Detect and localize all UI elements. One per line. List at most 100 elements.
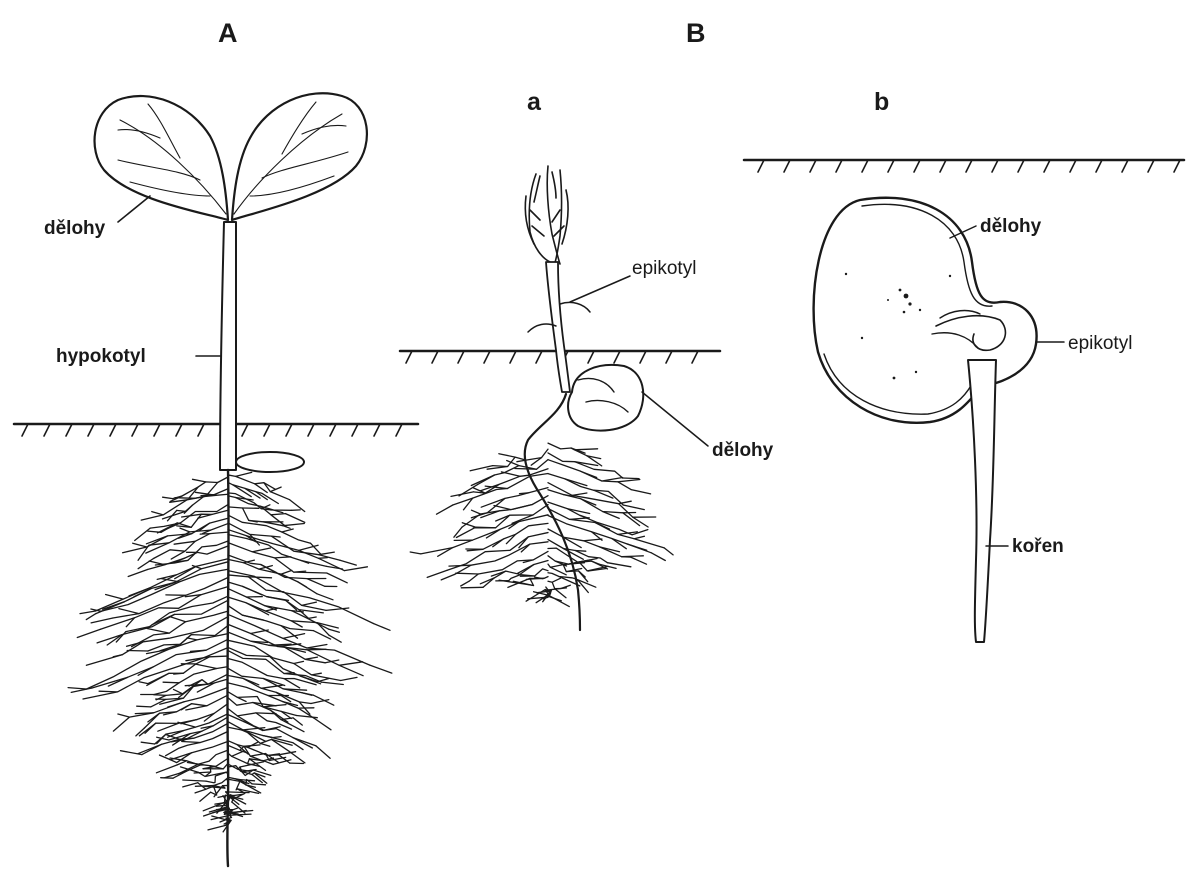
root-hair: [163, 497, 173, 498]
soil-hatch-mark: [1096, 160, 1102, 172]
root-hair: [282, 529, 293, 532]
root-hair: [321, 682, 343, 684]
root-hair: [68, 688, 86, 689]
root-hair: [294, 661, 304, 663]
root-hair: [370, 665, 392, 673]
root-hair: [555, 589, 566, 598]
root-hair: [290, 752, 305, 763]
root-hair: [547, 596, 562, 601]
soil-hatch-mark: [888, 160, 894, 172]
root-hair: [182, 742, 200, 743]
root-hair: [236, 472, 252, 476]
lateral-root: [113, 687, 228, 731]
subpanel-label-b: b: [874, 88, 889, 116]
root-hair: [499, 454, 515, 457]
root-hair: [456, 573, 479, 574]
root-hair: [118, 714, 130, 717]
soil-hatch-mark: [110, 424, 116, 436]
root-hair: [319, 558, 328, 559]
soil-hatch-mark: [286, 424, 292, 436]
root-hair: [86, 614, 96, 620]
root-hair: [133, 543, 147, 547]
root-hair: [480, 578, 494, 584]
lateral-root: [548, 490, 640, 526]
root-hair: [311, 543, 322, 554]
soil-hatch-mark: [242, 424, 248, 436]
soil-hatch-mark: [692, 351, 698, 363]
lateral-root: [228, 589, 329, 630]
root-hair: [99, 691, 117, 692]
soil-hatch-mark: [640, 351, 646, 363]
root-hair: [195, 789, 206, 793]
root-hair: [251, 630, 269, 634]
cotyledon-left: [95, 96, 228, 220]
root-hair: [461, 587, 483, 588]
soil-line-A: [14, 424, 418, 436]
root-hair: [252, 784, 266, 785]
root-hair: [200, 792, 211, 801]
soil-hatch-mark: [1122, 160, 1128, 172]
soil-hatch-mark: [176, 424, 182, 436]
soil-hatch-mark: [308, 424, 314, 436]
root-hair: [631, 557, 647, 564]
soil-hatch-mark: [44, 424, 50, 436]
root-hair: [472, 510, 481, 514]
root-hair: [157, 575, 176, 580]
root-hair: [154, 695, 166, 696]
soil-hatch-mark: [1070, 160, 1076, 172]
soil-hatch-mark: [396, 424, 402, 436]
root-hair: [664, 548, 673, 555]
label-cotyledons-A: dělohy: [44, 218, 106, 239]
label-cotyledons-Bb: dělohy: [980, 216, 1042, 237]
root-hair: [259, 566, 272, 570]
root-hair: [314, 718, 331, 730]
soil-hatch-mark: [88, 424, 94, 436]
label-epicotyl-Ba: epikotyl: [632, 258, 696, 279]
soil-hatch-mark: [406, 351, 412, 363]
lateral-root: [148, 546, 229, 569]
lateral-root: [548, 540, 607, 563]
root-hair: [451, 492, 473, 497]
root-hair: [106, 595, 124, 600]
leader-cotyledons-A: [118, 196, 150, 222]
root-hair: [141, 515, 163, 520]
hypocotyl-stem: [220, 222, 236, 470]
root-hair: [208, 825, 226, 830]
root-hair: [286, 514, 305, 523]
panel-label-A: A: [218, 18, 238, 48]
root-hair: [501, 472, 520, 476]
soil-hatch-mark: [374, 424, 380, 436]
root-hair: [141, 742, 155, 744]
root-hair: [329, 629, 340, 632]
cotyledons-Ba: [568, 365, 643, 431]
root-hair: [481, 498, 505, 507]
root-hair: [238, 697, 247, 701]
lateral-root: [228, 530, 344, 571]
root-hair: [260, 743, 270, 746]
root-hair: [275, 557, 291, 558]
lateral-root: [228, 614, 370, 665]
root-hair: [228, 814, 251, 815]
root-hair: [297, 716, 318, 718]
root-hair: [160, 755, 170, 759]
lateral-root: [228, 496, 286, 515]
root-hair: [196, 664, 217, 668]
root-hair: [186, 706, 207, 710]
lateral-root: [548, 483, 656, 518]
root-hair: [437, 505, 453, 514]
root-hair: [80, 611, 96, 614]
panel-Ba-seedling: epikotyl dělohy: [400, 166, 774, 630]
root-hair: [121, 751, 142, 755]
lateral-root: [228, 535, 327, 567]
soil-hatch-mark: [784, 160, 790, 172]
soil-hatch-mark: [264, 424, 270, 436]
soil-hatch-mark: [810, 160, 816, 172]
soil-hatch-mark: [1148, 160, 1154, 172]
root-hair: [470, 466, 493, 471]
root-hair: [449, 565, 471, 566]
subpanel-label-a: a: [527, 88, 542, 116]
root-hair: [183, 780, 206, 781]
soil-hatch-mark: [588, 351, 594, 363]
soil-hatch-mark: [432, 351, 438, 363]
root-hair: [207, 483, 218, 495]
